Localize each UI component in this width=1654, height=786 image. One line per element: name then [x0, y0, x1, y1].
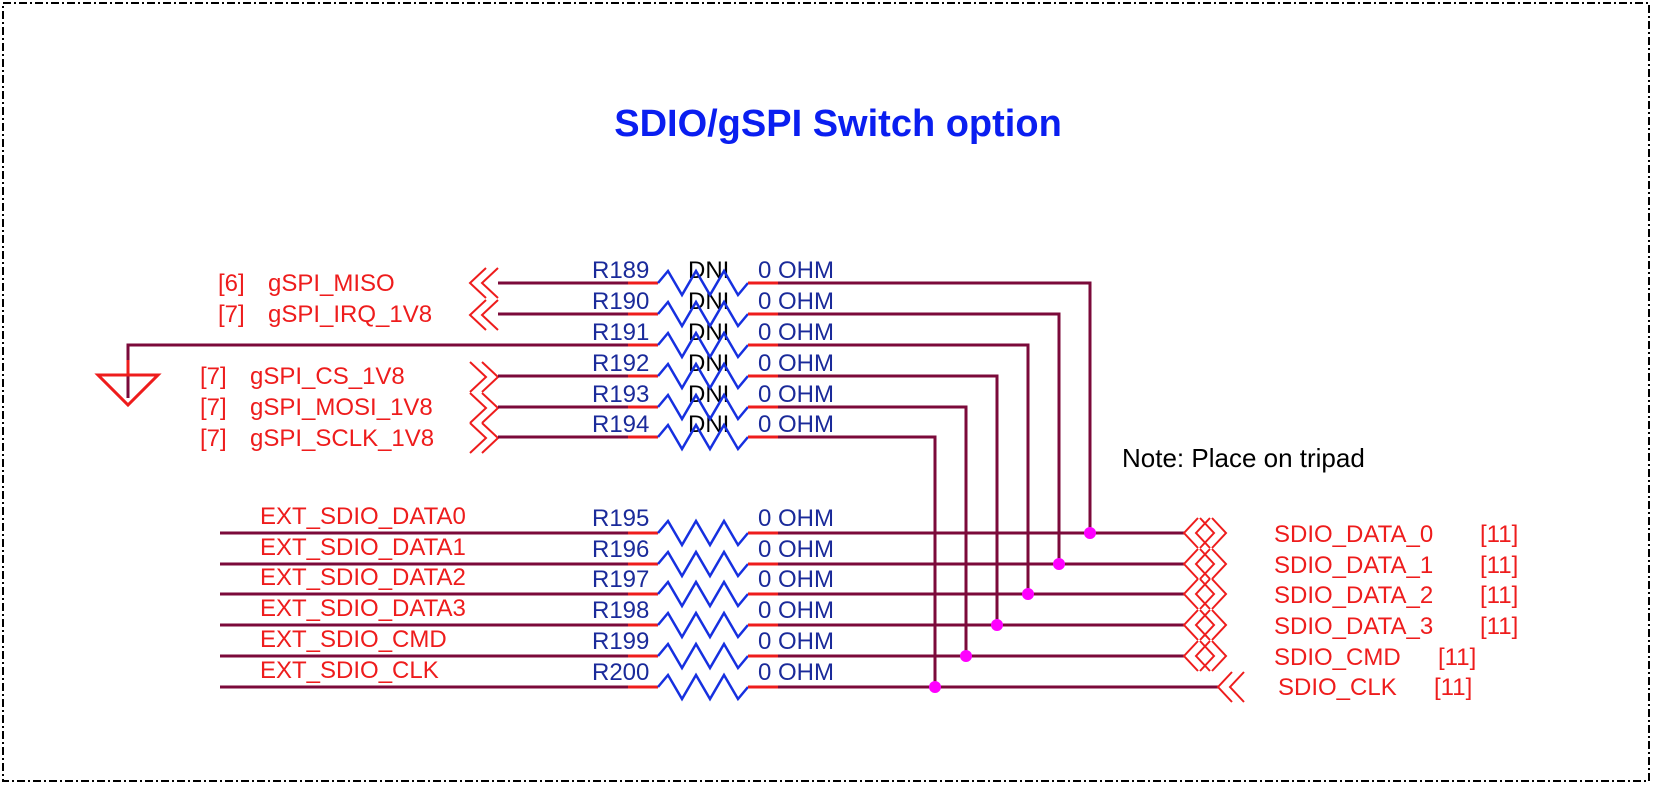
- net-page-ref: [7]: [200, 394, 227, 421]
- sheet-title: SDIO/gSPI Switch option: [614, 103, 1062, 145]
- resistor-value: 0 OHM: [758, 411, 834, 438]
- ext-net-label: EXT_SDIO_CMD: [260, 626, 447, 653]
- net-page-ref: [11]: [1480, 521, 1518, 548]
- ext-net-label: EXT_SDIO_DATA1: [260, 534, 466, 561]
- resistor-r198: R198 0 OHM: [592, 597, 834, 624]
- resistor-value: 0 OHM: [758, 288, 834, 315]
- ground-net: [94, 343, 628, 408]
- resistor-ref: R197: [592, 566, 649, 593]
- dni-resistor-bodies: [628, 268, 778, 452]
- ext-net-label: EXT_SDIO_DATA2: [260, 564, 466, 591]
- resistor-value: 0 OHM: [758, 381, 834, 408]
- resistor-r193: R193 DNI 0 OHM: [592, 381, 834, 408]
- sdio-net-data2: SDIO_DATA_2 [11]: [1274, 582, 1518, 609]
- sdio-net-data3: SDIO_DATA_3 [11]: [1274, 613, 1518, 640]
- junction-dots: [929, 527, 1096, 693]
- ext-sdio-labels: EXT_SDIO_DATA0 EXT_SDIO_DATA1 EXT_SDIO_D…: [260, 503, 466, 684]
- resistor-ref: R190: [592, 288, 649, 315]
- net-label: SDIO_DATA_2: [1274, 582, 1433, 609]
- resistor-value: 0 OHM: [758, 257, 834, 284]
- ext-net-label: EXT_SDIO_CLK: [260, 657, 439, 684]
- resistor-ref: R193: [592, 381, 649, 408]
- resistor-ref: R194: [592, 411, 649, 438]
- net-label: gSPI_CS_1V8: [250, 363, 405, 390]
- resistor-value: 0 OHM: [758, 597, 834, 624]
- net-page-ref: [7]: [218, 301, 245, 328]
- resistor-ref: R200: [592, 659, 649, 686]
- net-label: gSPI_IRQ_1V8: [268, 301, 432, 328]
- crossover-wires: [778, 281, 1092, 687]
- sdio-net-data0: SDIO_DATA_0 [11]: [1274, 521, 1518, 548]
- resistor-value: 0 OHM: [758, 505, 834, 532]
- resistor-r200: R200 0 OHM: [592, 659, 834, 686]
- net-page-ref: [6]: [218, 270, 245, 297]
- resistor-ref: R189: [592, 257, 649, 284]
- sdio-port-symbols: [1182, 517, 1245, 703]
- resistor-r189: R189 DNI 0 OHM: [592, 257, 834, 284]
- resistor-ref: R198: [592, 597, 649, 624]
- net-page-ref: [11]: [1438, 644, 1476, 671]
- resistor-value: 0 OHM: [758, 566, 834, 593]
- net-page-ref: [7]: [200, 425, 227, 452]
- resistor-ref: R196: [592, 536, 649, 563]
- gspi-net-cs: [7] gSPI_CS_1V8: [200, 363, 405, 390]
- gspi-net-miso: [6] gSPI_MISO: [218, 270, 395, 297]
- net-label: SDIO_CMD: [1274, 644, 1401, 671]
- net-label: SDIO_DATA_0: [1274, 521, 1433, 548]
- resistor-r194: R194 DNI 0 OHM: [592, 411, 834, 438]
- resistor-r199: R199 0 OHM: [592, 628, 834, 655]
- ext-net-label: EXT_SDIO_DATA3: [260, 595, 466, 622]
- net-page-ref: [11]: [1480, 552, 1518, 579]
- resistor-value: 0 OHM: [758, 659, 834, 686]
- net-label: gSPI_SCLK_1V8: [250, 425, 434, 452]
- ext-net-label: EXT_SDIO_DATA0: [260, 503, 466, 530]
- gspi-net-sclk: [7] gSPI_SCLK_1V8: [200, 425, 434, 452]
- net-page-ref: [11]: [1480, 582, 1518, 609]
- resistor-ref: R195: [592, 505, 649, 532]
- resistor-r192: R192 DNI 0 OHM: [592, 350, 834, 377]
- net-label: SDIO_CLK: [1278, 674, 1397, 701]
- resistor-value: 0 OHM: [758, 319, 834, 346]
- net-page-ref: [7]: [200, 363, 227, 390]
- net-label: gSPI_MOSI_1V8: [250, 394, 433, 421]
- sdio-net-data1: SDIO_DATA_1 [11]: [1274, 552, 1518, 579]
- net-page-ref: [11]: [1434, 674, 1472, 701]
- resistor-value: 0 OHM: [758, 536, 834, 563]
- resistor-r195: R195 0 OHM: [592, 505, 834, 532]
- placement-note: Note: Place on tripad: [1122, 443, 1365, 473]
- gspi-net-mosi: [7] gSPI_MOSI_1V8: [200, 394, 433, 421]
- resistor-ref: R191: [592, 319, 649, 346]
- gspi-port-symbols: [468, 267, 500, 454]
- gspi-net-irq: [7] gSPI_IRQ_1V8: [218, 301, 432, 328]
- resistor-value: 0 OHM: [758, 628, 834, 655]
- resistor-r197: R197 0 OHM: [592, 566, 834, 593]
- net-label: gSPI_MISO: [268, 270, 395, 297]
- resistor-ref: R199: [592, 628, 649, 655]
- gspi-wires-left: [498, 281, 628, 439]
- net-label: SDIO_DATA_3: [1274, 613, 1433, 640]
- sdio-net-clk: SDIO_CLK [11]: [1278, 674, 1472, 701]
- resistor-value: 0 OHM: [758, 350, 834, 377]
- ground-icon: [94, 373, 162, 408]
- resistor-r196: R196 0 OHM: [592, 536, 834, 563]
- sdio-rows: [220, 518, 1218, 702]
- net-page-ref: [11]: [1480, 613, 1518, 640]
- sdio-net-cmd: SDIO_CMD [11]: [1274, 644, 1476, 671]
- net-label: SDIO_DATA_1: [1274, 552, 1433, 579]
- resistor-ref: R192: [592, 350, 649, 377]
